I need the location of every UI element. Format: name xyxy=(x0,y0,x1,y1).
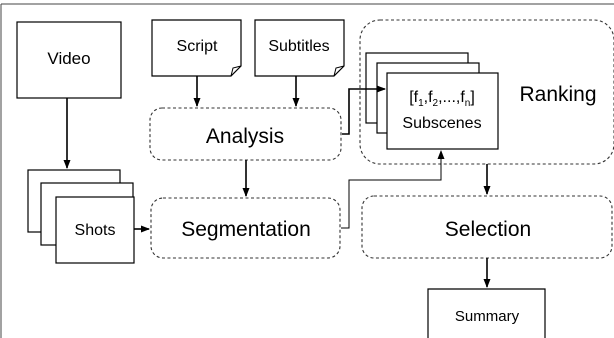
segmentation-label: Segmentation xyxy=(181,218,311,241)
shots-stack: Shots xyxy=(27,169,135,264)
selection-label: Selection xyxy=(445,218,531,241)
script-label: Script xyxy=(177,38,218,55)
segmentation-node: Segmentation xyxy=(150,197,341,259)
summary-label: Summary xyxy=(455,308,520,325)
edge-analysis-to-subscenes xyxy=(342,85,386,135)
analysis-node: Analysis xyxy=(149,107,342,161)
video-label: Video xyxy=(47,49,90,68)
ranking-label: Ranking xyxy=(519,83,596,106)
selection-node: Selection xyxy=(361,195,613,259)
analysis-label: Analysis xyxy=(206,125,284,148)
subtitles-node: Subtitles xyxy=(254,19,345,77)
summary-node: Summary xyxy=(427,288,546,338)
edge-segmentation-to-subscenes xyxy=(341,150,445,229)
video-node: Video xyxy=(16,21,122,99)
subscenes-label: Subscenes xyxy=(402,115,481,132)
shots-label: Shots xyxy=(75,222,116,239)
script-node: Script xyxy=(151,19,242,77)
subtitles-label: Subtitles xyxy=(268,38,329,55)
feature-vector-label: [f1,f2,...,fn] xyxy=(409,89,475,109)
